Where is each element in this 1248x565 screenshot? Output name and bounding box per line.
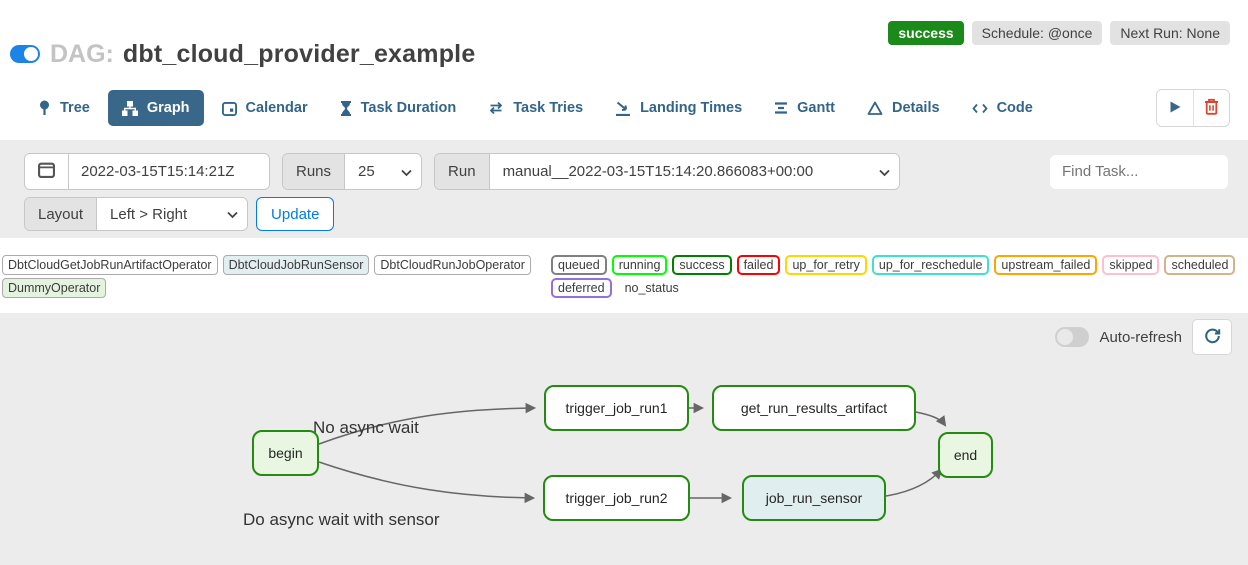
task-node-trigger_job_run1[interactable]: trigger_job_run1 <box>544 385 689 431</box>
trash-icon <box>1204 98 1219 118</box>
chevron-down-icon <box>878 163 890 180</box>
task-node-trigger_job_run2[interactable]: trigger_job_run2 <box>543 475 690 521</box>
next-run-badge: Next Run: None <box>1110 21 1230 45</box>
tab-calendar[interactable]: Calendar <box>208 90 322 126</box>
status-badge: success <box>888 21 964 45</box>
auto-refresh-toggle[interactable] <box>1055 327 1090 347</box>
details-icon <box>867 101 883 115</box>
base-date-group <box>24 153 270 190</box>
task-node-end[interactable]: end <box>938 432 993 478</box>
repeat-icon <box>488 101 504 115</box>
runs-label: Runs <box>283 154 346 189</box>
graph-icon <box>121 100 138 116</box>
operator-badge: DbtCloudGetJobRunArtifactOperator <box>2 255 218 275</box>
dag-title: dbt_cloud_provider_example <box>122 39 476 68</box>
dag-pause-toggle[interactable] <box>10 45 40 63</box>
calendar-icon <box>221 101 237 116</box>
auto-refresh-label: Auto-refresh <box>1099 328 1182 346</box>
edge-job_run_sensor-end <box>885 468 943 497</box>
play-icon <box>1169 100 1182 117</box>
chevron-down-icon <box>401 163 412 180</box>
state-badge: up_for_retry <box>785 255 867 275</box>
filter-row-2: Layout Left > Right Update <box>24 197 1228 231</box>
dag-header: DAG: dbt_cloud_provider_example success … <box>0 0 1248 82</box>
filter-bar: Runs 25 Run manual__2022-03-15T15:14:20.… <box>0 140 1248 238</box>
code-icon <box>971 102 988 115</box>
header-badges: success Schedule: @once Next Run: None <box>888 21 1230 45</box>
tab-gantt[interactable]: Gantt <box>760 90 849 126</box>
chevron-down-icon <box>227 206 238 223</box>
tab-details[interactable]: Details <box>853 90 954 126</box>
state-badge: running <box>611 255 668 275</box>
toggle-knob <box>1057 329 1074 345</box>
state-badge: scheduled <box>1164 255 1236 275</box>
update-button[interactable]: Update <box>256 197 335 231</box>
hourglass-icon <box>340 100 352 116</box>
layout-select[interactable]: Left > Right <box>97 198 248 230</box>
run-label: Run <box>435 154 490 189</box>
task-node-get_run_results_artifact[interactable]: get_run_results_artifact <box>712 385 916 431</box>
state-badge: no_status <box>624 281 679 295</box>
tab-code[interactable]: Code <box>958 90 1047 126</box>
delete-dag-button[interactable] <box>1193 90 1229 126</box>
state-badge: deferred <box>551 278 612 298</box>
tab-landing-times[interactable]: Landing Times <box>601 90 756 126</box>
find-task-input[interactable] <box>1050 154 1228 189</box>
base-date-input[interactable] <box>69 154 269 189</box>
num-runs-group: Runs 25 <box>282 153 423 190</box>
tab-graph[interactable]: Graph <box>107 90 204 126</box>
toggle-knob <box>24 47 38 61</box>
edge-label-no-async-wait: No async wait <box>313 418 419 437</box>
edge-begin-trigger_job_run1 <box>318 402 537 445</box>
edge-get_run_results_artifact-end <box>915 411 947 427</box>
task-node-job_run_sensor[interactable]: job_run_sensor <box>742 475 886 521</box>
dag-graph-canvas[interactable]: No async wait Do async wait with sensor … <box>0 313 1248 565</box>
legend: DbtCloudGetJobRunArtifactOperator DbtClo… <box>0 238 1248 313</box>
schedule-badge: Schedule: @once <box>971 21 1103 45</box>
tab-task-duration[interactable]: Task Duration <box>326 90 471 126</box>
refresh-button[interactable] <box>1192 319 1232 355</box>
tree-icon <box>38 100 51 116</box>
num-runs-select[interactable]: 25 <box>345 154 422 189</box>
edge-begin-trigger_job_run2 <box>318 461 536 504</box>
gantt-icon <box>774 101 788 115</box>
layout-group: Layout Left > Right <box>24 197 249 231</box>
edge-label-do-async-wait: Do async wait with sensor <box>243 510 440 529</box>
date-picker-button[interactable] <box>25 154 69 189</box>
state-badge: up_for_reschedule <box>871 255 990 275</box>
tab-tree[interactable]: Tree <box>24 90 104 126</box>
dag-action-buttons <box>1156 89 1230 127</box>
dag-prefix-label: DAG: <box>50 39 114 68</box>
run-group: Run manual__2022-03-15T15:14:20.866083+0… <box>434 153 900 190</box>
operator-badge: DbtCloudJobRunSensor <box>222 255 370 275</box>
trigger-dag-button[interactable] <box>1157 90 1193 126</box>
calendar-icon <box>38 161 55 182</box>
state-badge: upstream_failed <box>994 255 1098 275</box>
filter-row-1: Runs 25 Run manual__2022-03-15T15:14:20.… <box>24 153 1228 190</box>
operator-badge: DummyOperator <box>2 278 107 298</box>
operator-badge: DbtCloudRunJobOperator <box>374 255 531 275</box>
tab-task-tries[interactable]: Task Tries <box>474 90 597 126</box>
state-legend: queued running success failed up_for_ret… <box>551 255 1236 313</box>
operator-legend: DbtCloudGetJobRunArtifactOperator DbtClo… <box>2 255 551 313</box>
landing-icon <box>615 101 631 116</box>
graph-controls: Auto-refresh <box>1055 319 1232 355</box>
dag-edges <box>318 402 947 504</box>
state-badge: success <box>672 255 732 275</box>
state-badge: failed <box>736 255 781 275</box>
layout-label: Layout <box>25 198 98 230</box>
state-badge: skipped <box>1102 255 1160 275</box>
task-node-begin[interactable]: begin <box>252 430 319 476</box>
run-select[interactable]: manual__2022-03-15T15:14:20.866083+00:00 <box>489 154 899 189</box>
state-badge: queued <box>551 255 607 275</box>
refresh-icon <box>1204 327 1221 347</box>
view-tabs: Tree Graph Calendar Task Duration Task T… <box>0 82 1248 140</box>
